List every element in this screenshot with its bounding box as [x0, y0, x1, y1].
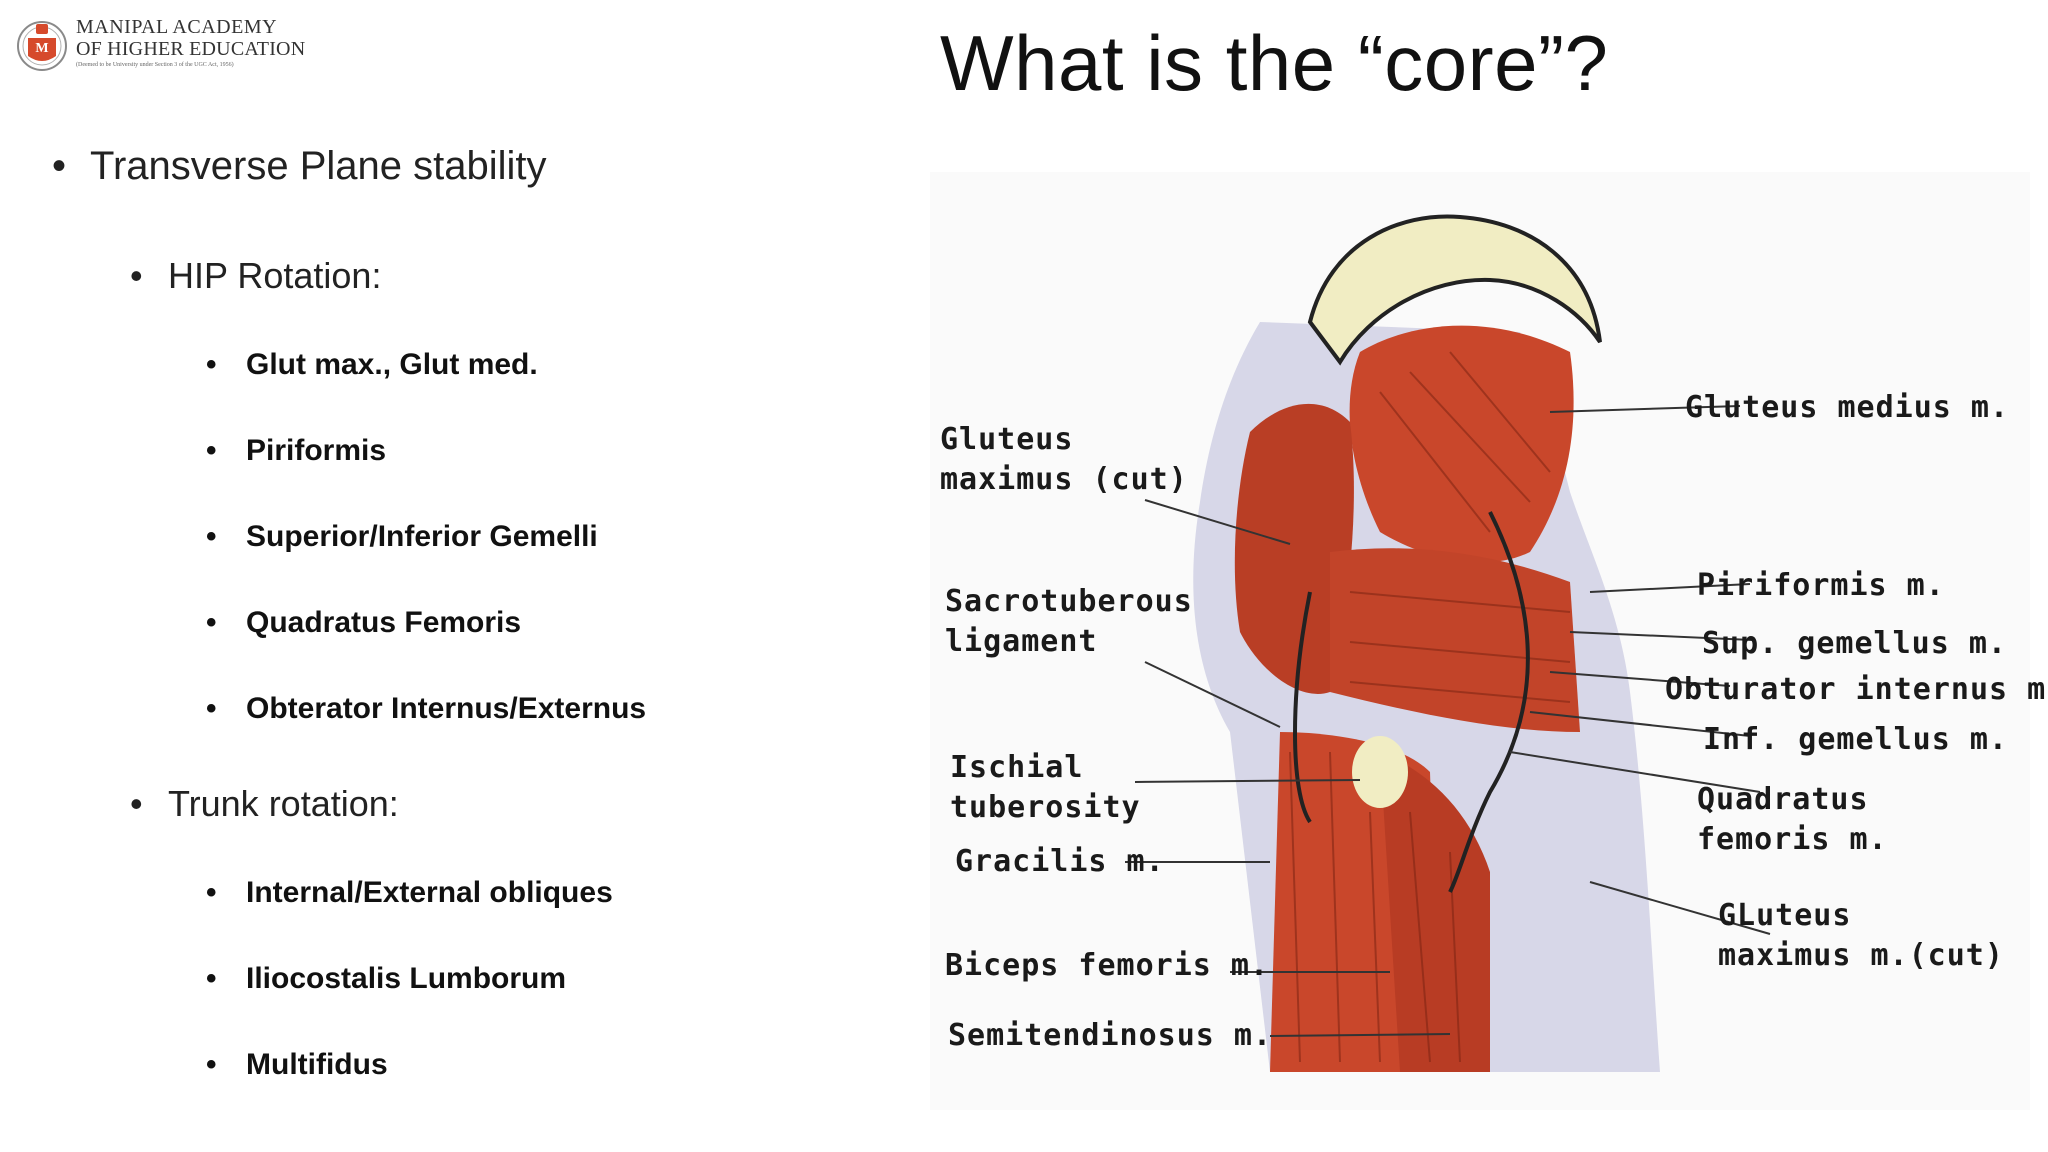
- logo-line-1: MANIPAL ACADEMY: [76, 16, 278, 38]
- bullet-dot-icon: •: [206, 348, 217, 381]
- label-inf-gemellus: Inf. gemellus m.: [1703, 722, 2008, 757]
- svg-text:M: M: [35, 41, 48, 56]
- bullet-dot-icon: •: [206, 434, 217, 467]
- label-gracilis: Gracilis m.: [955, 844, 1165, 879]
- bullet-dot-icon: •: [52, 144, 67, 188]
- label-obturator-internus: Obturator internus m: [1665, 672, 2047, 707]
- label-semitendinosus: Semitendinosus m.: [948, 1018, 1273, 1053]
- label-piriformis: Piriformis m.: [1697, 568, 1945, 603]
- label-gluteus-maximus-right: GLuteus maximus m.(cut): [1718, 898, 2004, 973]
- bullet-dot-icon: •: [130, 255, 143, 296]
- label-quadratus-femoris: Quadratus femoris m.: [1697, 782, 1888, 857]
- bullet-dot-icon: •: [130, 783, 143, 824]
- logo-line-2: OF HIGHER EDUCATION: [76, 38, 306, 60]
- slide-title: What is the “core”?: [940, 19, 1609, 107]
- bullet-dot-icon: •: [206, 692, 217, 725]
- logo-line-3: (Deemed to be University under Section 3…: [76, 62, 234, 68]
- hip-muscle-diagram: Gluteus maximus (cut) Sacrotuberous liga…: [930, 172, 2045, 1110]
- hip-muscle-illustration: [1125, 214, 1771, 1072]
- bullet-dot-icon: •: [206, 606, 217, 639]
- label-gluteus-medius: Gluteus medius m.: [1685, 390, 2010, 425]
- bullet-list: • Transverse Plane stability • HIP Rotat…: [52, 144, 647, 1081]
- bullet-dot-icon: •: [206, 962, 217, 995]
- bullet-dot-icon: •: [206, 876, 217, 909]
- label-gluteus-maximus-cut-left: Gluteus maximus (cut): [940, 422, 1188, 497]
- label-sup-gemellus: Sup. gemellus m.: [1702, 626, 2007, 661]
- label-ischial-tuberosity: Ischial tuberosity: [950, 750, 1141, 825]
- seal-icon: M: [17, 21, 67, 71]
- label-sacrotuberous-ligament: Sacrotuberous ligament: [945, 584, 1193, 659]
- bullet-dot-icon: •: [206, 520, 217, 553]
- institution-logo: M MANIPAL ACADEMY OF HIGHER EDUCATION (D…: [12, 12, 312, 80]
- label-biceps-femoris: Biceps femoris m.: [945, 948, 1270, 983]
- bullet-dot-icon: •: [206, 1048, 217, 1081]
